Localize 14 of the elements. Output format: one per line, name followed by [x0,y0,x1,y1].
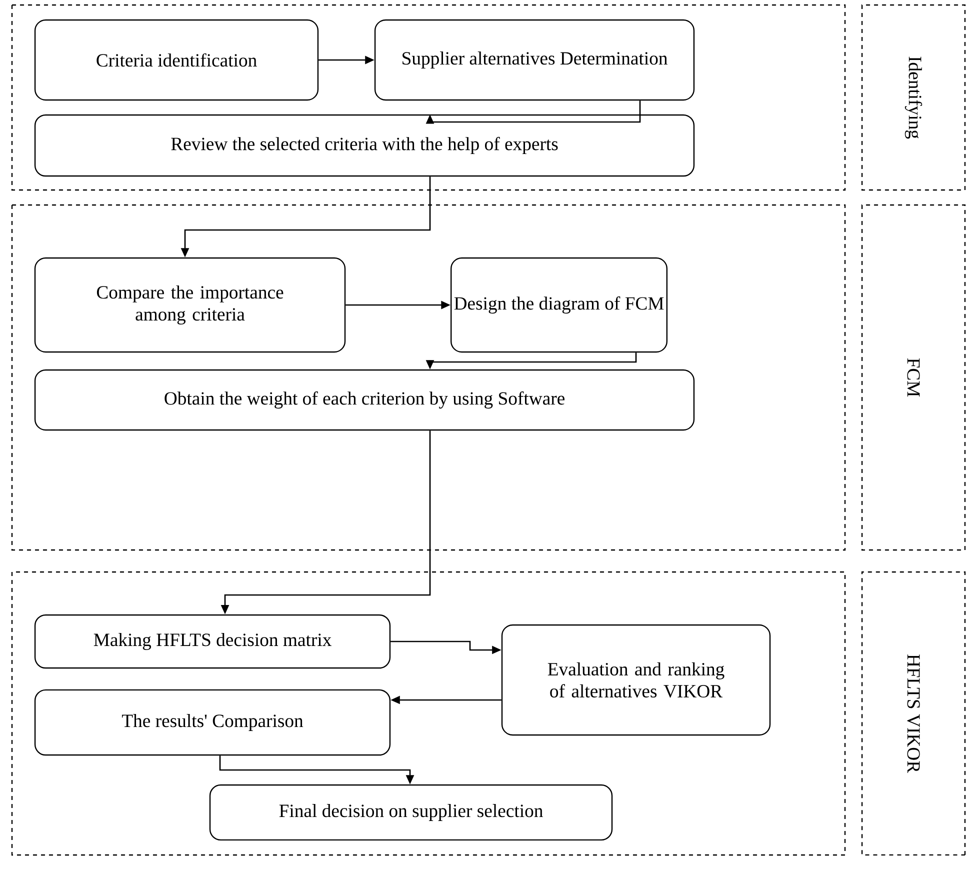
process-box: The results' Comparison [34,689,391,756]
process-box: Compare the importance among criteria [34,257,346,353]
arrow [426,100,641,124]
process-box: Review the selected criteria with the help of experts [34,114,695,177]
process-box: Supplier alternatives Determination [374,19,695,101]
process-box: Evaluation and ranking of alternatives VIKOR [501,624,771,736]
process-box: Design the diagram of FCM [450,257,668,353]
stage-label-box: HFLTS VIKOR [861,571,966,856]
stage-label-box: Identifying [861,4,966,191]
process-box: Criteria identification [34,19,319,101]
stage-label-box: FCM [861,204,966,551]
process-box: Final decision on supplier selection [209,784,613,841]
process-box: Obtain the weight of each criterion by using Software [34,369,695,431]
process-box: Making HFLTS decision matrix [34,614,391,669]
